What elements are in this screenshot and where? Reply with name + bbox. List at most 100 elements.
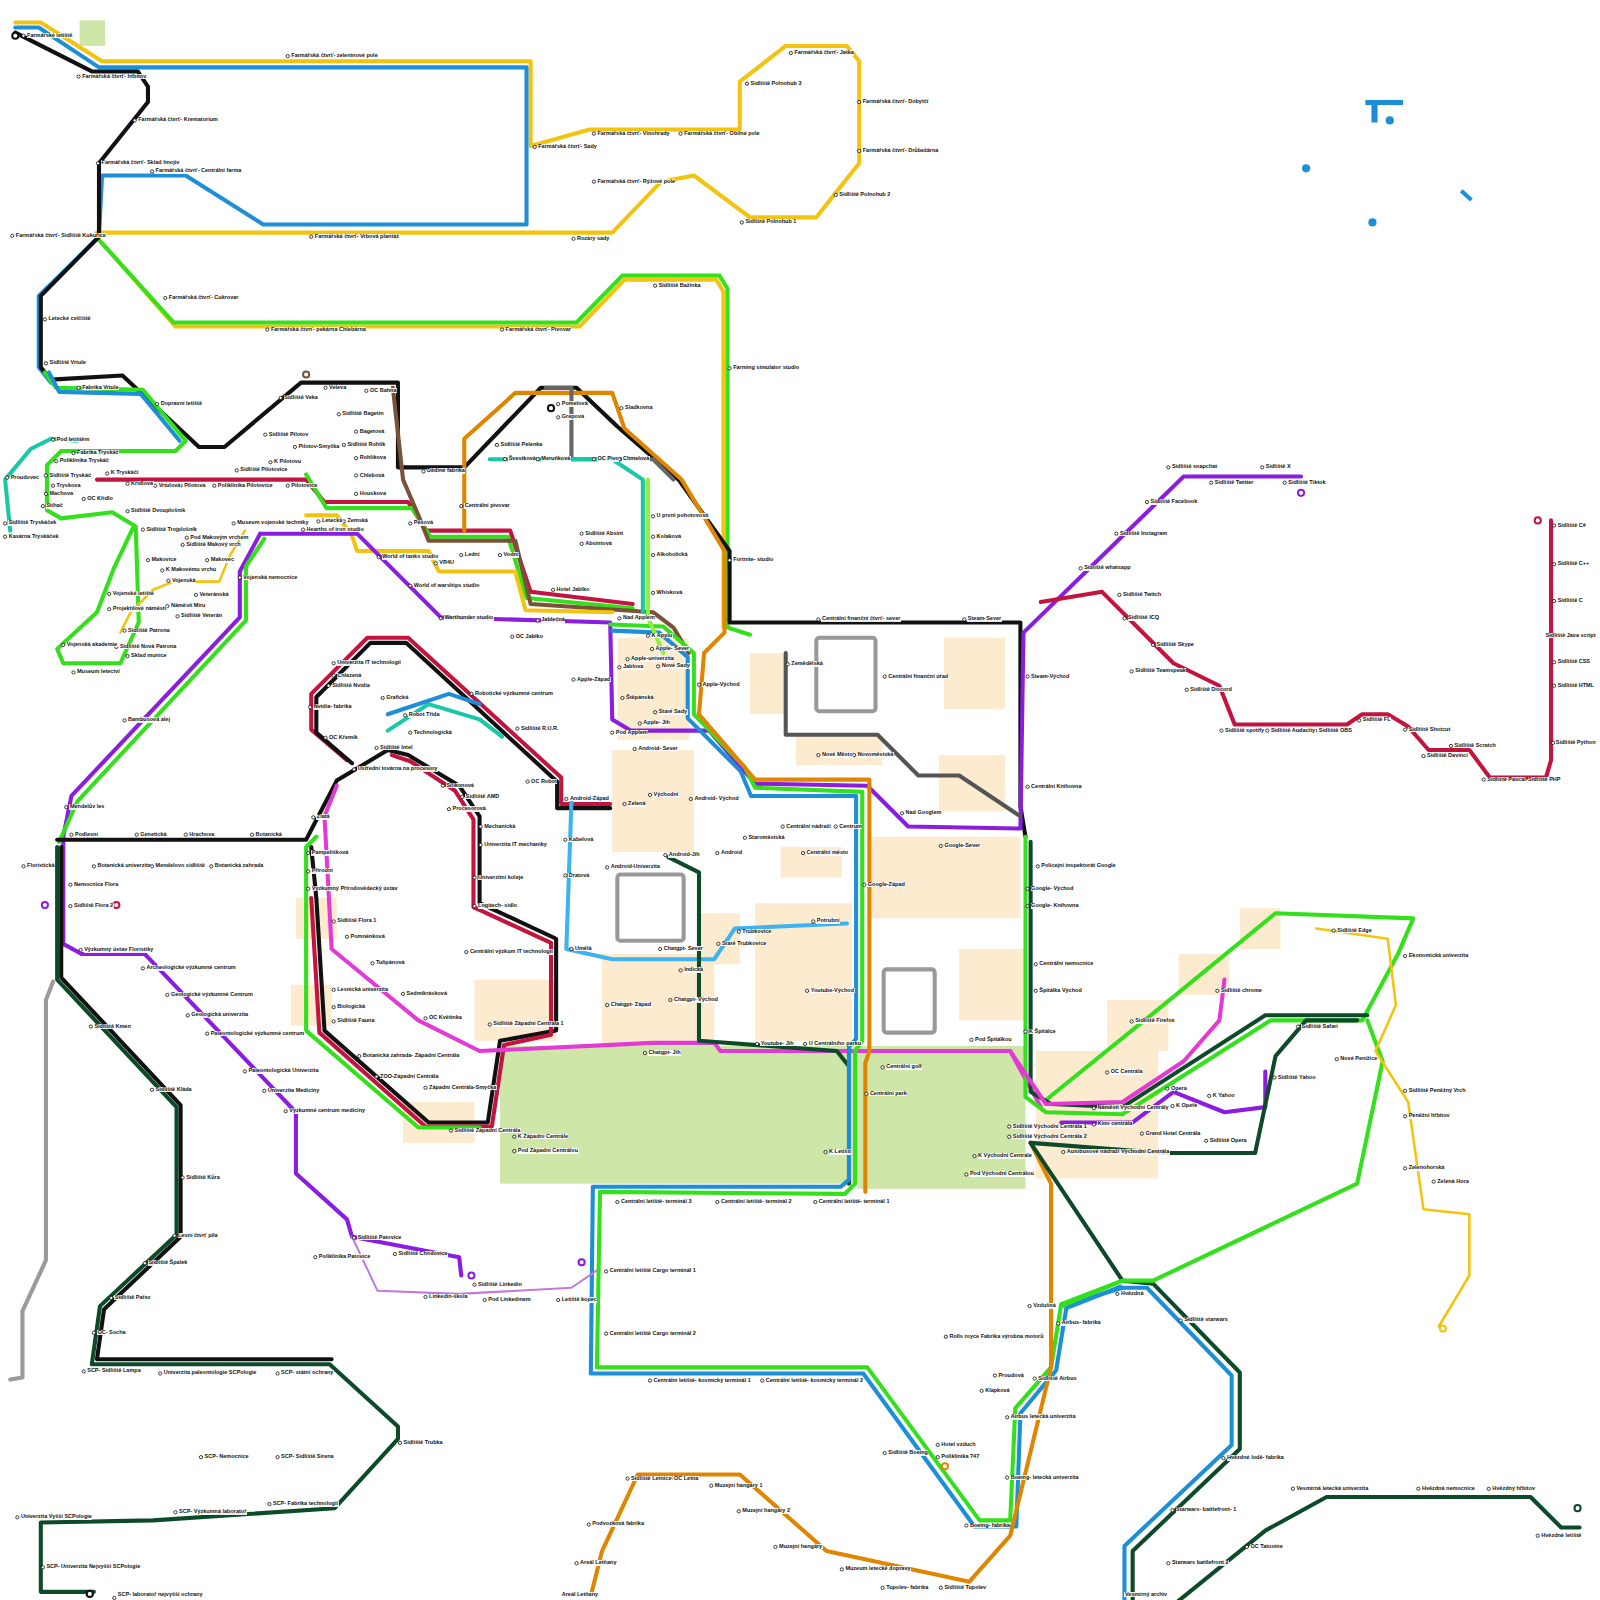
station-dot: [1115, 532, 1118, 535]
station-dot: [1034, 963, 1037, 966]
station-dot: [409, 584, 412, 587]
station-dot: [863, 883, 866, 886]
station-label: Sídliště Patrona: [128, 628, 171, 634]
station-label: Nové Penížice: [1340, 1056, 1378, 1062]
station-label: Dopravní letiště: [160, 401, 202, 407]
station-label: Policejní inspektorát Google: [1041, 863, 1116, 869]
station-label: Farmářská čtvrť- Krematorium: [138, 117, 219, 123]
station-dot: [77, 386, 80, 389]
station-dot: [572, 237, 575, 240]
metro-line: [306, 515, 612, 612]
station-label: Pilotova: [184, 483, 206, 489]
station-label: Logitech- sídlo: [478, 903, 518, 909]
station-dot: [62, 643, 65, 646]
station-label: Sídliště ICQ: [1128, 615, 1160, 621]
blue-dot: [1302, 164, 1310, 172]
station-label: Sídliště Nová Patrona: [119, 644, 177, 650]
station-dot: [332, 1020, 335, 1023]
station-label: Jablova: [622, 664, 643, 670]
station-label: Farmářská čtvrť- Vinohrady: [597, 131, 670, 137]
station-label: Centrální nádraží: [786, 824, 832, 830]
station-dot: [1166, 1087, 1169, 1090]
station-dot: [817, 753, 820, 756]
blue-mark: [1365, 100, 1403, 122]
station-label: ZOO-Západní Centrála: [380, 1074, 439, 1080]
station-dot: [126, 510, 129, 513]
metro-line: [566, 802, 847, 959]
station-dot: [611, 731, 614, 734]
metro-line: [120, 531, 244, 633]
metro-line: [99, 240, 750, 635]
station-label: Centrální letiště- terminál 3: [620, 1199, 692, 1205]
station-label: Univerzita Medicíny: [267, 1088, 319, 1094]
station-dot: [235, 469, 238, 472]
station-label: Farmářská čtvrť- hřbitov: [82, 74, 147, 80]
station-label: Sídliště Instagram: [1119, 531, 1167, 537]
station-label: Rozáry sady: [577, 236, 610, 242]
station-dot: [939, 1586, 942, 1589]
station-label: Sídliště Západní Centrála: [454, 1128, 521, 1134]
station-label: Farmářská čtvrť- Centrální farma: [155, 168, 242, 174]
station-label: Hearths of iron studio: [306, 527, 364, 533]
station-label: Pod Západní Centrálou: [517, 1148, 578, 1154]
station-dot: [1140, 1132, 1143, 1135]
station-dot: [110, 1296, 113, 1299]
station-dot: [1220, 729, 1223, 732]
station-dot: [1273, 1076, 1276, 1079]
station-dot: [737, 1510, 740, 1513]
station-label: Univerzita paleontologie SCPologie: [163, 1370, 257, 1376]
station-dot: [375, 746, 378, 749]
station-dot: [401, 992, 404, 995]
station-label: Autobusové nádraží Východní Centrála: [1066, 1149, 1169, 1155]
station-label: Apple- Jih: [643, 720, 671, 726]
terminus-ring: [1535, 517, 1541, 523]
station-dot: [266, 328, 269, 331]
station-dot: [141, 528, 144, 531]
station-dot: [72, 671, 75, 674]
station-label: Ústřední továrna na procesory: [357, 766, 438, 772]
station-label: Sídliště Boeing: [888, 1450, 929, 1456]
station-dot: [1332, 929, 1335, 932]
station-label: OC Tatooine: [1250, 1544, 1283, 1550]
station-label: Airbus letecká univerzita: [1010, 1414, 1076, 1420]
station-label: Sídliště Airbus: [1038, 1376, 1077, 1382]
station-label: Sídliště Špalek: [148, 1260, 188, 1266]
station-dot: [310, 235, 313, 238]
station-label: Nvidia- fabrika: [313, 704, 352, 710]
stadium: [617, 874, 683, 940]
station-label: Technologická: [413, 730, 452, 736]
station-dot: [728, 367, 731, 370]
station-dot: [92, 1331, 95, 1334]
station-dot: [626, 1477, 629, 1480]
station-dot: [1167, 1562, 1170, 1565]
station-label: Jablečná: [541, 617, 566, 623]
station-label: Android-Univerzita: [610, 864, 660, 870]
metro-line: [1041, 520, 1551, 777]
station-dot: [1092, 1123, 1095, 1126]
station-label: Floristická: [27, 863, 56, 869]
station-label: Lední: [464, 552, 480, 558]
station-label: Pod Applem: [615, 730, 648, 736]
station-dot: [900, 812, 903, 815]
station-dot: [1092, 1107, 1095, 1110]
station-label: Paleontologická Univerzita: [248, 1068, 319, 1074]
station-label: Peněžní hřbitov: [1408, 1113, 1450, 1119]
station-label: Centrum: [839, 824, 863, 830]
station-label: Areál Letňany: [580, 1560, 617, 1566]
station-label: Sídliště Nvidia: [332, 683, 371, 689]
station-label: Farmářská čtvrť- Obilné pole: [684, 131, 760, 137]
station-dot: [44, 492, 47, 495]
station-dot: [184, 833, 187, 836]
station-label: Centrální pivovar: [464, 503, 510, 509]
station-label: Farmářská čtvrť- Cukrovar: [168, 295, 239, 301]
station-label: Vrtulová: [158, 483, 181, 489]
station-label: Vojenská akademie: [66, 642, 117, 648]
station-label: Poliklinika Tryskáč: [59, 458, 109, 464]
station-dot: [803, 1042, 806, 1045]
station-label: Proudovec: [10, 475, 39, 481]
terminus-ring: [303, 371, 309, 377]
metro-line: [15, 28, 526, 383]
station-label: Linkedin-škola: [429, 1294, 469, 1300]
station-label: OC Květinka: [429, 1015, 463, 1021]
station-dot: [1036, 865, 1039, 868]
